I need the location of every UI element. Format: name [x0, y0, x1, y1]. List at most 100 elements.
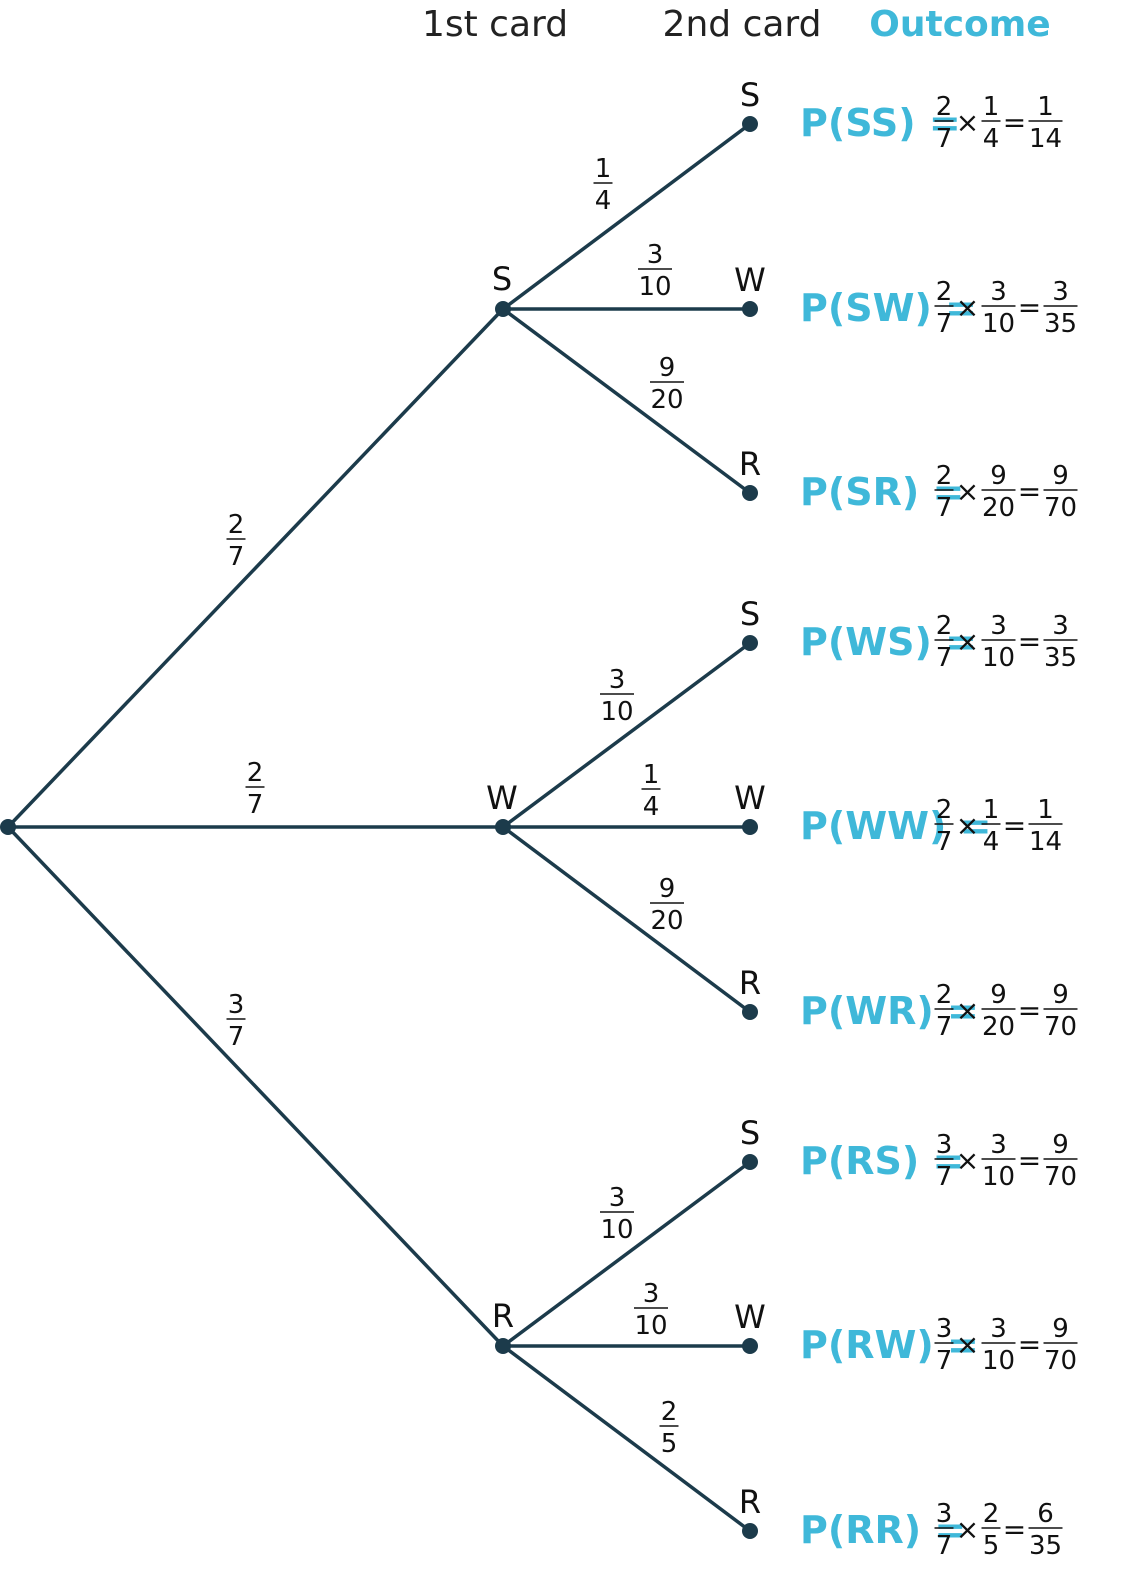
outcome-a-sr-denominator: 7 [936, 493, 953, 523]
outcome-result-sw-denominator: 35 [1044, 309, 1077, 339]
equals-sign-rr: = [1003, 1513, 1026, 1546]
outcome-b-ww: 14 [981, 795, 1001, 857]
outcome-b-sr-numerator: 9 [990, 461, 1007, 491]
leaf-label-ww: W [734, 779, 766, 817]
outcome-name-rs: P(RS) = [800, 1139, 964, 1183]
leaf-label-wr: R [739, 964, 761, 1002]
outcome-a-rs-numerator: 3 [936, 1130, 953, 1160]
branch-prob-rw: 310 [634, 1279, 668, 1341]
times-sign-wr: × [956, 994, 979, 1027]
branch-prob-w: 27 [245, 758, 265, 820]
outcome-result-rs-denominator: 70 [1044, 1162, 1077, 1192]
outcome-a-rw: 37 [934, 1314, 954, 1376]
leaf-label-rw: W [734, 1298, 766, 1336]
branch-prob-sw-denominator: 10 [638, 272, 671, 302]
times-sign-rs: × [956, 1144, 979, 1177]
branch-prob-s: 27 [226, 510, 246, 572]
outcome-result-sr: 970 [1043, 461, 1078, 523]
branch-prob-rw-denominator: 10 [634, 1311, 667, 1341]
outcome-result-ss-numerator: 1 [1037, 92, 1054, 122]
outcome-b-sw-denominator: 10 [982, 309, 1015, 339]
outcome-result-ww-denominator: 14 [1029, 827, 1062, 857]
outcome-a-ws: 27 [934, 611, 954, 673]
outcome-b-ss-denominator: 4 [983, 124, 1000, 154]
branch-prob-wr-numerator: 9 [659, 874, 676, 904]
branch-prob-rr-denominator: 5 [661, 1429, 678, 1459]
branch-prob-ss-numerator: 1 [595, 154, 612, 184]
outcome-b-ss-numerator: 1 [983, 92, 1000, 122]
times-sign-ss: × [956, 106, 979, 139]
outcome-name-rr: P(RR) = [800, 1508, 966, 1552]
outcome-a-rs-denominator: 7 [936, 1162, 953, 1192]
outcome-result-ws-numerator: 3 [1052, 611, 1069, 641]
leaf-node-ws [742, 635, 758, 651]
mid-node-w [495, 819, 511, 835]
outcome-result-rs: 970 [1043, 1130, 1078, 1192]
outcome-rr: P(RR) =37×25=635 [800, 1499, 1063, 1561]
branch-prob-wr: 920 [650, 874, 684, 936]
outcome-b-rw-denominator: 10 [982, 1346, 1015, 1376]
outcome-result-wr-denominator: 70 [1044, 1012, 1077, 1042]
times-sign-rr: × [956, 1513, 979, 1546]
mid-node-r [495, 1338, 511, 1354]
equals-sign-sr: = [1018, 475, 1041, 508]
node-label-s: S [492, 260, 512, 298]
outcome-result-rw-numerator: 9 [1052, 1314, 1069, 1344]
branch-prob-sr-denominator: 20 [650, 385, 683, 415]
outcome-result-sw: 335 [1043, 277, 1078, 339]
outcome-result-rr-denominator: 35 [1029, 1531, 1062, 1561]
outcome-result-sw-numerator: 3 [1052, 277, 1069, 307]
branch-prob-r-denominator: 7 [228, 1022, 245, 1052]
outcome-ss: P(SS) =27×14=114 [800, 92, 1063, 154]
branch-prob-ww-denominator: 4 [643, 792, 660, 822]
outcome-b-rr-numerator: 2 [983, 1499, 1000, 1529]
outcome-rw: P(RW) =37×310=970 [800, 1314, 1078, 1376]
outcome-a-wr: 27 [934, 980, 954, 1042]
times-sign-rw: × [956, 1328, 979, 1361]
branch-rr [501, 1344, 752, 1533]
outcome-result-sr-numerator: 9 [1052, 461, 1069, 491]
outcome-b-sr-denominator: 20 [982, 493, 1015, 523]
branch-prob-ws-denominator: 10 [600, 697, 633, 727]
equals-sign-wr: = [1018, 994, 1041, 1027]
branch-rs [501, 1160, 752, 1348]
outcome-a-wr-denominator: 7 [936, 1012, 953, 1042]
outcome-wr: P(WR) =27×920=970 [800, 980, 1078, 1042]
node-label-r: R [492, 1297, 514, 1335]
outcome-b-rr: 25 [981, 1499, 1001, 1561]
outcome-result-ww: 114 [1028, 795, 1063, 857]
branch-prob-rw-numerator: 3 [643, 1279, 660, 1309]
leaf-label-sr: R [739, 445, 761, 483]
branch-prob-ww: 14 [641, 760, 661, 822]
leaf-label-ws: S [740, 595, 760, 633]
branch-prob-r-numerator: 3 [228, 990, 245, 1020]
branch-prob-ws: 310 [600, 665, 634, 727]
outcome-a-ss-numerator: 2 [936, 92, 953, 122]
branch-ss [501, 122, 752, 311]
branch-prob-ss: 14 [593, 154, 613, 216]
leaf-node-wr [742, 1004, 758, 1020]
outcome-b-rs: 310 [981, 1130, 1016, 1192]
outcome-a-rr: 37 [934, 1499, 954, 1561]
outcome-b-sr: 920 [981, 461, 1016, 523]
outcome-b-sw: 310 [981, 277, 1016, 339]
outcome-a-ww: 27 [934, 795, 954, 857]
outcome-ww: P(WW) =27×14=114 [800, 795, 1063, 857]
header-second-card: 2nd card [663, 4, 822, 45]
outcome-name-ws: P(WS) = [800, 620, 977, 664]
equals-sign-ww: = [1003, 809, 1026, 842]
outcome-result-rw-denominator: 70 [1044, 1346, 1077, 1376]
outcome-b-wr: 920 [981, 980, 1016, 1042]
outcome-b-rs-denominator: 10 [982, 1162, 1015, 1192]
equals-sign-ws: = [1018, 625, 1041, 658]
outcome-a-rw-numerator: 3 [936, 1314, 953, 1344]
leaf-node-ww [742, 819, 758, 835]
times-sign-ws: × [956, 625, 979, 658]
outcome-b-ss: 14 [981, 92, 1001, 154]
branch-sr [501, 307, 752, 495]
branch-prob-w-denominator: 7 [247, 790, 264, 820]
outcome-a-sw-numerator: 2 [936, 277, 953, 307]
outcome-result-ws: 335 [1043, 611, 1078, 673]
branch-prob-wr-denominator: 20 [650, 906, 683, 936]
root-node [0, 819, 16, 835]
